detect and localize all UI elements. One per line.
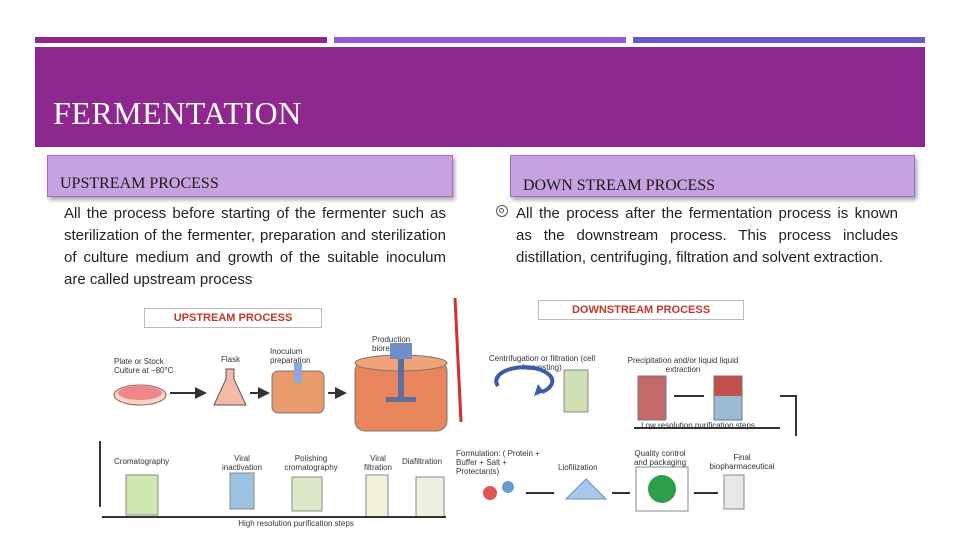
upstream-figure-drawing — [113, 343, 448, 432]
figure-label: Viral filtration — [363, 454, 392, 472]
downstream-figure-top: DOWNSTREAM PROCESS Centrifugation or fil… — [478, 296, 798, 436]
upstream-text: All the process before starting of the f… — [64, 205, 446, 288]
upstream-header-label: UPSTREAM PROCESS — [60, 175, 219, 192]
figure-label: Cromatography — [114, 457, 170, 466]
upstream-figure-title: UPSTREAM PROCESS — [144, 308, 322, 328]
bullet-icon — [496, 205, 508, 217]
accent-bar-2 — [334, 37, 626, 43]
figure-label: Production bioreactor — [372, 335, 411, 353]
downstream-header-label: DOWN STREAM PROCESS — [523, 177, 716, 194]
downstream-bullet: All the process after the fermentation p… — [496, 203, 898, 269]
figure-label: Precipitation and/or liquid liquid extra… — [627, 356, 739, 374]
figure-label: High resolution purification steps — [238, 519, 354, 528]
downstream-figure-bottom: Cromatography Viral inactivation Polishi… — [96, 437, 796, 537]
downstream-top-drawing — [494, 365, 797, 436]
downstream-header: DOWN STREAM PROCESS — [510, 155, 915, 197]
downstream-text: All the process after the fermentation p… — [516, 205, 898, 266]
downstream-figure-title: DOWNSTREAM PROCESS — [538, 300, 744, 320]
figure-label: Quality control and packaging — [633, 449, 687, 467]
figure-label: Diafiltration — [402, 457, 443, 466]
upstream-figure: UPSTREAM PROCESS Plate or Stock Culture … — [100, 305, 452, 435]
title-band — [35, 47, 925, 147]
figure-label: Final biopharmaceutical — [709, 453, 775, 471]
downstream-bottom-drawing — [99, 441, 745, 518]
figure-label: Flask — [221, 355, 241, 364]
figure-label: Plate or Stock Culture at −80°C — [114, 357, 174, 375]
figure-divider — [453, 297, 463, 423]
slide-title: FERMENTATION — [53, 95, 302, 131]
upstream-bullet: All the process before starting of the f… — [64, 203, 446, 301]
accent-bar-1 — [35, 37, 327, 43]
upstream-header: UPSTREAM PROCESS — [47, 155, 453, 197]
figure-label: Viral inactivation — [221, 454, 263, 472]
figure-label: Centrifugation or filtration (cell harve… — [488, 354, 596, 372]
figure-label: Polishing cromatography — [284, 454, 338, 472]
accent-bar-3 — [633, 37, 925, 43]
figure-label: Liofilization — [558, 463, 598, 472]
figure-label: Formulation: ( Protein + Buffer + Salt +… — [456, 449, 540, 476]
figure-label: Low resolution purification steps — [641, 421, 755, 430]
figure-label: Inoculum preparation — [270, 347, 311, 365]
